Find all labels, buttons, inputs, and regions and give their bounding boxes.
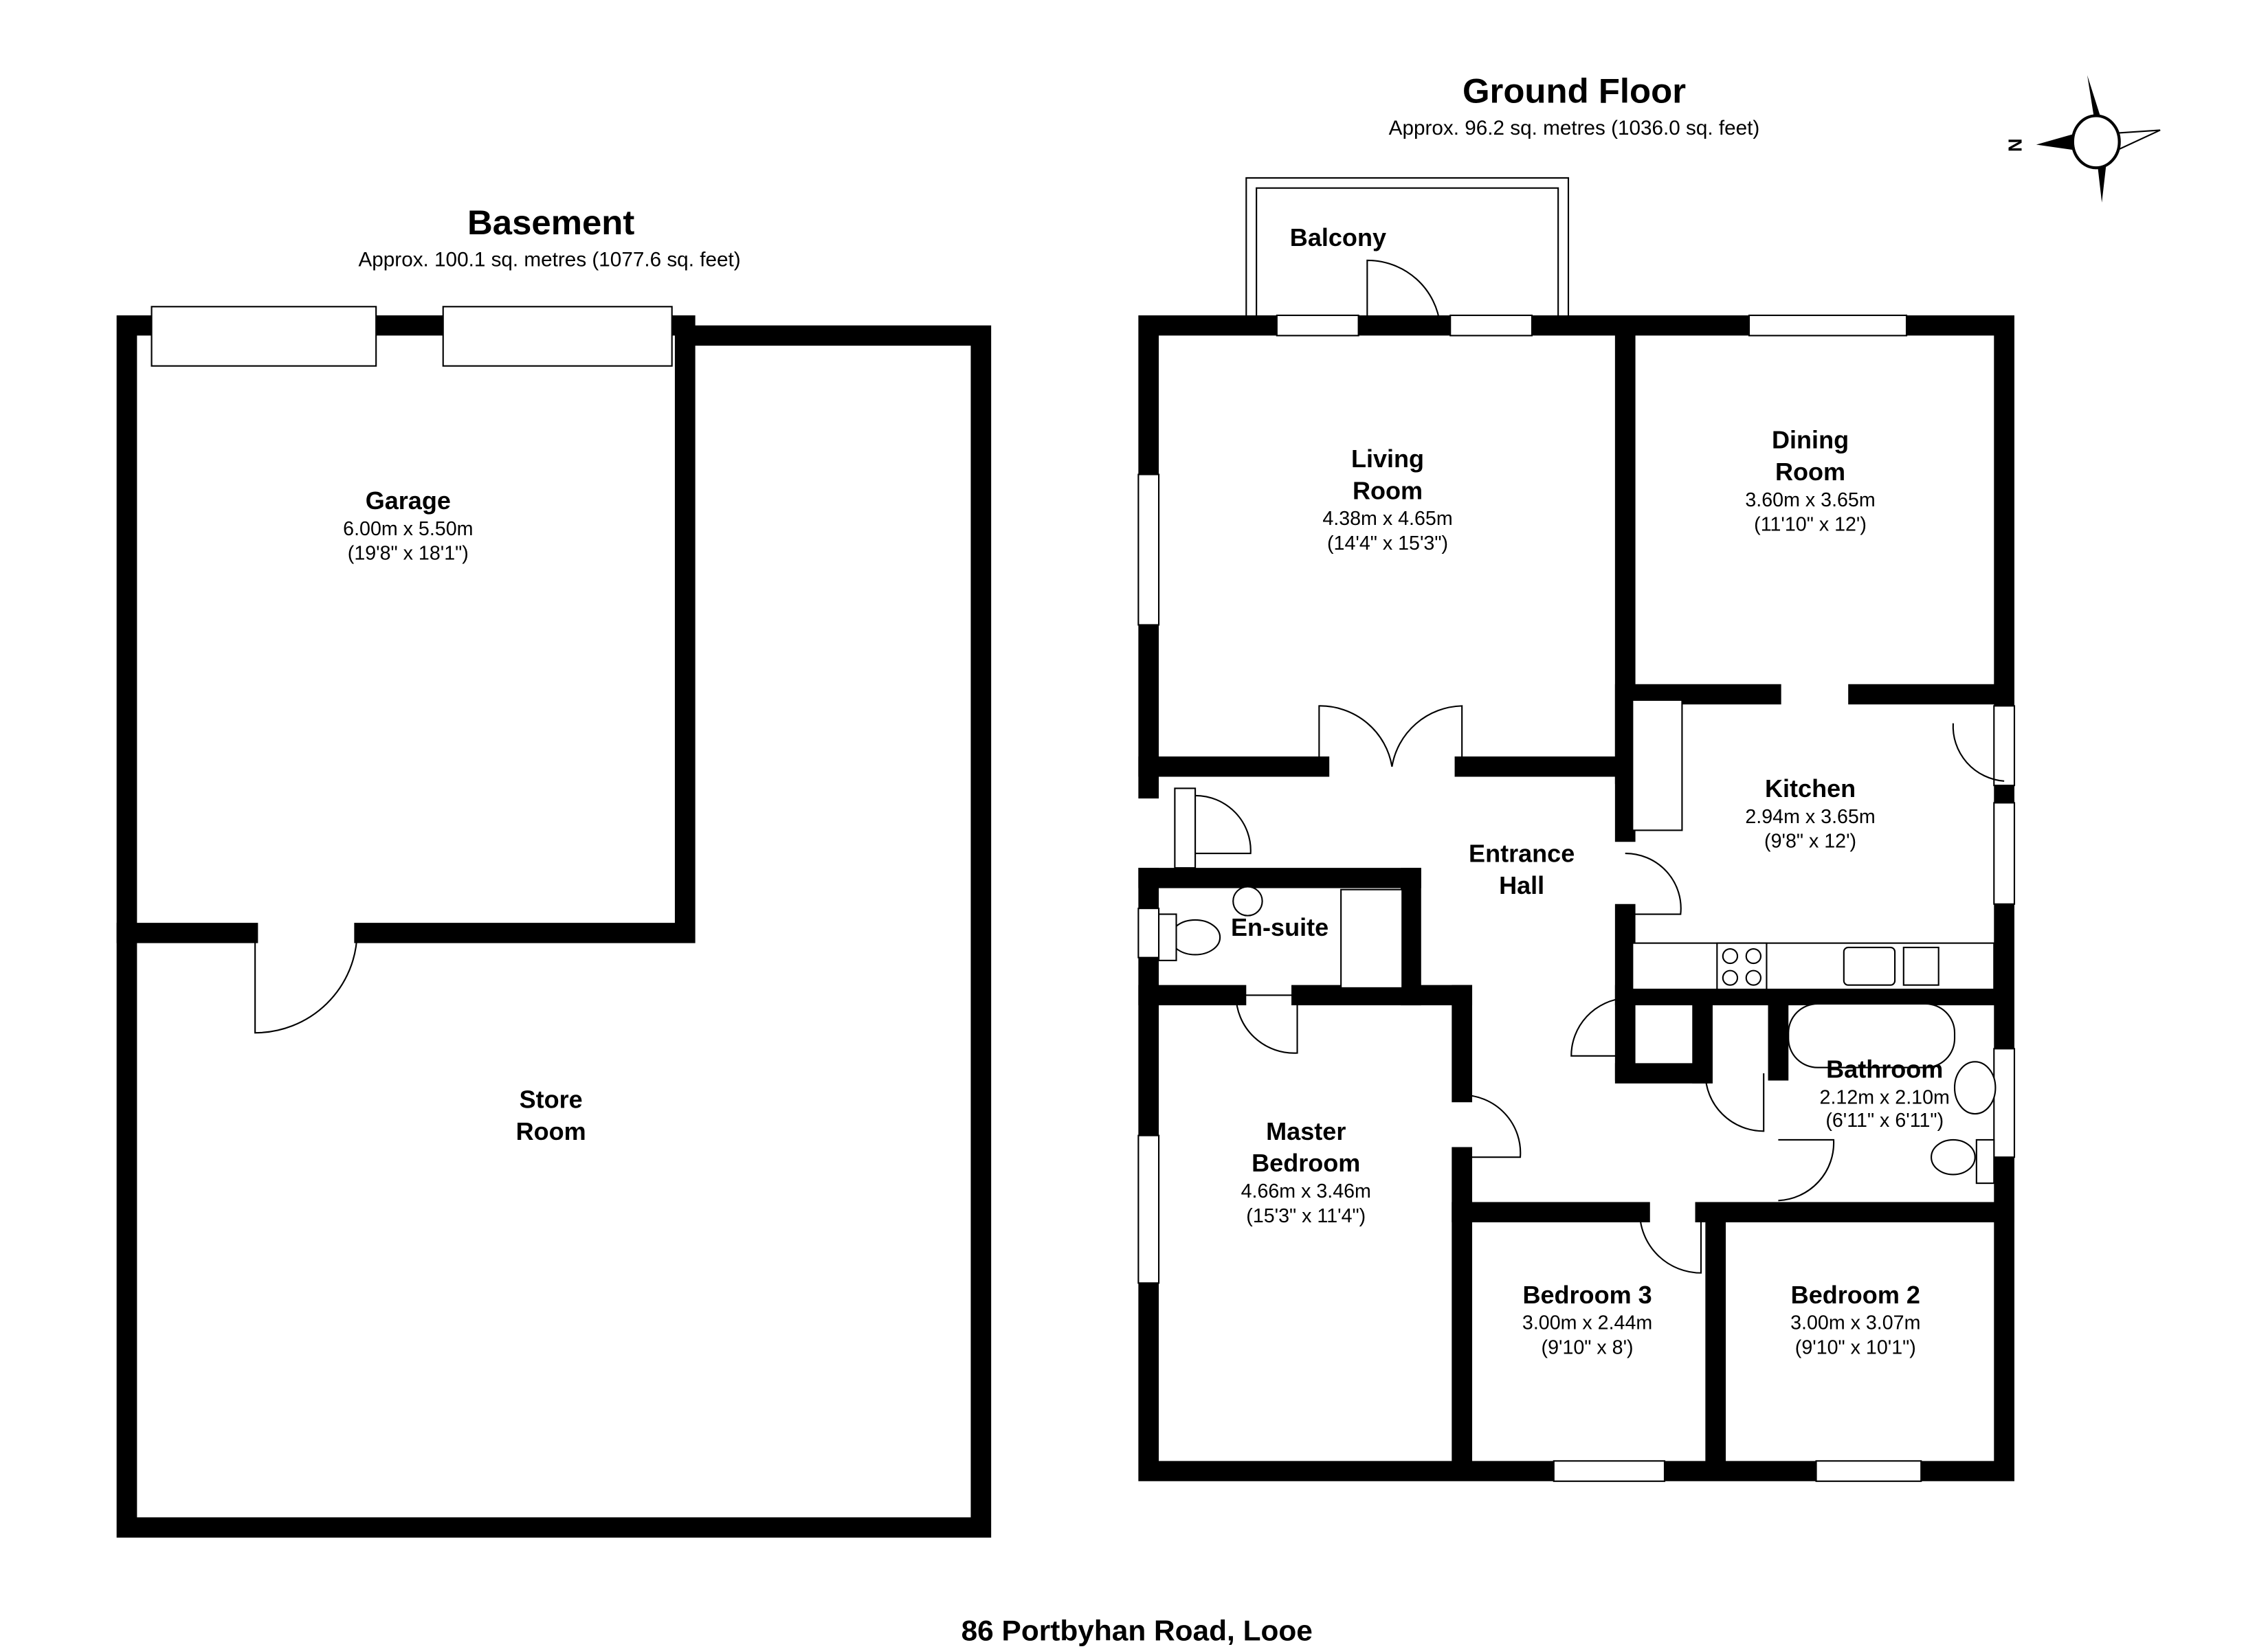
room-name: Dining xyxy=(1772,426,1849,454)
basement-title: Basement xyxy=(467,203,634,242)
room-dimensions-metric: 6.00m x 5.50m xyxy=(343,518,473,540)
basement-plan: Basement Approx. 100.1 sq. metres (1077.… xyxy=(116,203,992,1538)
garage-door-window xyxy=(151,306,377,367)
room-name-ensuite: En-suite xyxy=(1231,913,1328,941)
room-name: Kitchen xyxy=(1765,774,1856,803)
compass-label: N xyxy=(2004,138,2025,152)
compass-icon: N xyxy=(2004,75,2161,203)
door-swing xyxy=(254,932,358,1034)
room-name: Bedroom 2 xyxy=(1791,1281,1920,1309)
ground-floor-title: Ground Floor xyxy=(1463,71,1686,111)
room-name: Room xyxy=(1775,458,1845,486)
room-name: Hall xyxy=(1499,871,1544,899)
ground-floor-area: Approx. 96.2 sq. metres (1036.0 sq. feet… xyxy=(1389,117,1760,139)
room-entrance-hall: Entrance Hall xyxy=(1469,840,1575,899)
room-dimensions-metric: 2.94m x 3.65m xyxy=(1745,806,1875,828)
room-name-balcony: Balcony xyxy=(1290,223,1386,251)
room-name: Living xyxy=(1351,445,1424,473)
sink-icon xyxy=(1843,946,1896,986)
property-address: 86 Portbyhan Road, Looe xyxy=(961,1615,1313,1647)
kitchen-unit xyxy=(1632,699,1683,831)
toilet-icon xyxy=(1931,1138,1976,1176)
room-bathroom: Bathroom 2.12m x 2.10m (6'11" x 6'11") xyxy=(1820,1055,1950,1132)
room-dimensions-metric: 4.66m x 3.46m xyxy=(1241,1180,1371,1202)
room-name: Room xyxy=(516,1117,586,1145)
basement-area: Approx. 100.1 sq. metres (1077.6 sq. fee… xyxy=(358,248,740,271)
garage-door-window xyxy=(442,306,673,367)
fixtures xyxy=(1157,699,1997,1185)
room-dimensions-metric: 2.12m x 2.10m xyxy=(1820,1086,1950,1108)
room-name: Bedroom xyxy=(1252,1149,1360,1177)
kitchen-worktop xyxy=(1632,942,1995,991)
shower-tray-icon xyxy=(1340,888,1403,989)
room-bedroom-2: Bedroom 2 3.00m x 3.07m (9'10" x 10'1") xyxy=(1790,1281,1920,1359)
drainer xyxy=(1902,946,1939,986)
room-name: Store xyxy=(520,1086,583,1114)
basement-walls xyxy=(116,315,992,1538)
room-kitchen: Kitchen 2.94m x 3.65m (9'8" x 12') xyxy=(1745,774,1875,853)
basin-icon xyxy=(1232,886,1263,917)
room-dimensions-imperial: (11'10" x 12') xyxy=(1754,514,1867,536)
room-name: Entrance xyxy=(1469,840,1575,868)
room-dimensions-imperial: (9'10" x 10'1") xyxy=(1795,1337,1916,1359)
room-dimensions-metric: 4.38m x 4.65m xyxy=(1322,508,1452,530)
room-dimensions-imperial: (14'4" x 15'3") xyxy=(1327,532,1448,554)
room-dimensions-metric: 3.00m x 2.44m xyxy=(1522,1312,1652,1334)
room-name: Room xyxy=(1353,476,1423,504)
toilet-icon xyxy=(1169,919,1221,956)
room-name: Bedroom 3 xyxy=(1522,1281,1652,1309)
room-master-bedroom: Master Bedroom 4.66m x 3.46m (15'3" x 11… xyxy=(1241,1117,1371,1227)
room-bedroom-3: Bedroom 3 3.00m x 2.44m (9'10" x 8') xyxy=(1522,1281,1652,1359)
room-dimensions-imperial: (9'8" x 12') xyxy=(1764,831,1856,853)
room-dimensions-metric: 3.00m x 3.07m xyxy=(1790,1312,1920,1334)
room-store: Store Room xyxy=(516,1086,586,1145)
bath-icon xyxy=(1788,1002,1956,1068)
room-dimensions-imperial: (9'10" x 8') xyxy=(1542,1337,1634,1359)
room-dimensions-imperial: (19'8" x 18'1") xyxy=(348,543,469,565)
room-name: Bathroom xyxy=(1826,1055,1943,1084)
room-dimensions-imperial: (6'11" x 6'11") xyxy=(1825,1110,1944,1132)
room-name: Garage xyxy=(366,486,451,515)
windows xyxy=(1137,314,2016,1482)
basin-icon xyxy=(1953,1061,1997,1115)
room-living: Living Room 4.38m x 4.65m (14'4" x 15'3"… xyxy=(1322,445,1452,554)
room-dimensions-metric: 3.60m x 3.65m xyxy=(1745,489,1875,511)
room-name: Master xyxy=(1266,1117,1346,1145)
room-dimensions-imperial: (15'3" x 11'4") xyxy=(1246,1205,1366,1227)
ground-floor-plan: Ground Floor Approx. 96.2 sq. metres (10… xyxy=(1137,71,2161,1482)
room-garage: Garage 6.00m x 5.50m (19'8" x 18'1") xyxy=(343,486,473,565)
door-swings xyxy=(1195,259,2005,1274)
room-dining: Dining Room 3.60m x 3.65m (11'10" x 12') xyxy=(1745,426,1875,536)
